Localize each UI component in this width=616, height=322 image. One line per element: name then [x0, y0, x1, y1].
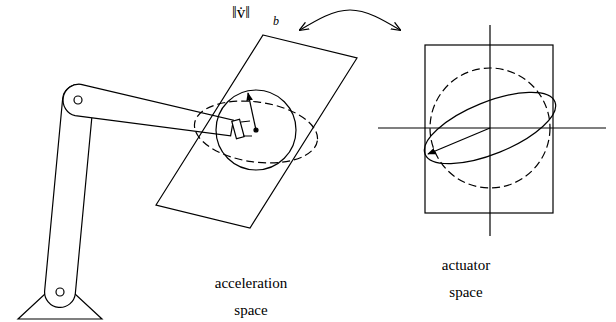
shape-outline	[378, 30, 606, 320]
actuator-box: actuator space	[378, 30, 606, 320]
end-effector-point	[254, 128, 258, 132]
acceleration-plane: acceleration space	[150, 30, 365, 321]
lower-link-outline	[60, 100, 78, 292]
upper-link	[63, 84, 233, 136]
plane-outline	[156, 35, 357, 228]
norm-label: ‖v̇‖	[232, 3, 250, 23]
base-joint	[56, 288, 64, 296]
space-caption: acceleration space	[215, 270, 287, 322]
subscript-label: b	[273, 14, 279, 29]
actuator-set	[378, 25, 606, 236]
mapping-arrow	[300, 10, 400, 30]
actuator-square	[425, 45, 553, 213]
acceleration-ellipse	[190, 94, 321, 171]
actuator-vector	[428, 128, 490, 154]
actuator-ellipse	[415, 78, 564, 179]
vertical-axis	[489, 25, 490, 236]
space-caption: actuator space	[442, 252, 490, 306]
acceleration-set	[190, 90, 321, 170]
lower-link	[60, 100, 78, 292]
acceleration-vector	[248, 93, 256, 130]
elbow-joint	[74, 96, 82, 104]
horizontal-axis	[378, 127, 606, 128]
gripper-fingers	[241, 121, 252, 136]
